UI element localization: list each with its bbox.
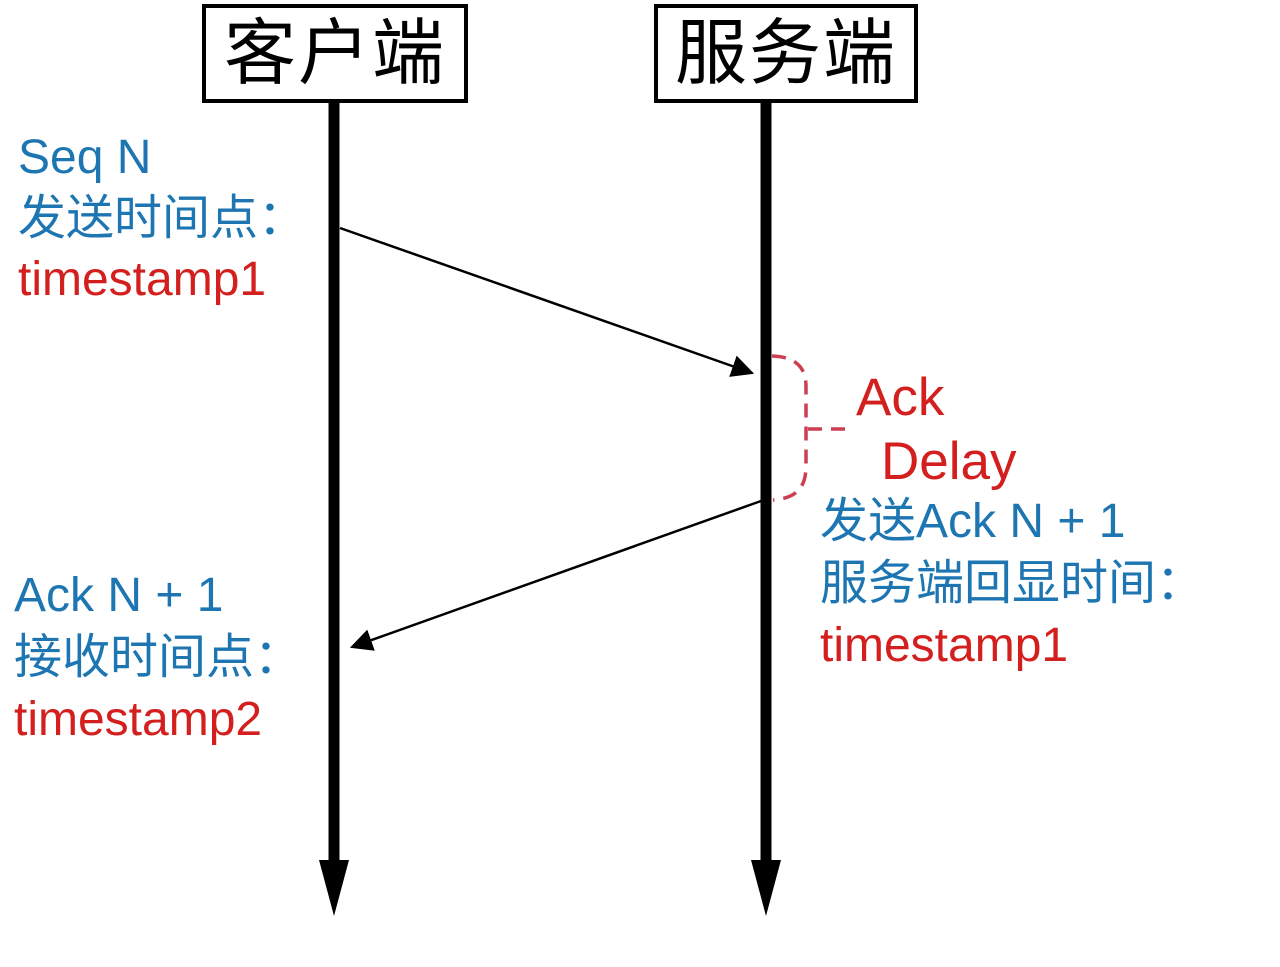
- server-send-line1: 发送Ack N + 1: [820, 495, 1126, 548]
- client-actor-label: 客户端: [223, 13, 446, 94]
- ack-receive-line2: 接收时间点：: [14, 631, 303, 684]
- server-send-line2: 服务端回显时间：: [820, 557, 1205, 610]
- client-lifeline-arrowhead-icon: [319, 860, 349, 916]
- ack-delay-line1: Ack: [856, 368, 945, 427]
- ack-message-arrow: [349, 499, 762, 651]
- ack-receive-line1: Ack N + 1: [14, 569, 224, 622]
- seq-send-line1: Seq N: [18, 131, 152, 184]
- server-actor-box: 服务端: [654, 4, 918, 103]
- seq-send-timestamp: timestamp1: [18, 253, 267, 306]
- seq-send-line2: 发送时间点：: [18, 192, 307, 245]
- server-lifeline-arrowhead-icon: [751, 860, 781, 916]
- server-send-timestamp: timestamp1: [820, 619, 1069, 672]
- ack-receive-timestamp: timestamp2: [14, 693, 263, 746]
- ack-delay-line2: Delay: [881, 432, 1017, 491]
- seq-message-arrow: [339, 226, 755, 377]
- ack-delay-label-block: Ack Delay: [856, 366, 1017, 494]
- ack-receive-label-block: Ack N + 1 接收时间点： timestamp2: [14, 565, 302, 751]
- client-actor-box: 客户端: [202, 4, 468, 103]
- seq-send-label-block: Seq N 发送时间点： timestamp1: [18, 127, 306, 310]
- server-actor-label: 服务端: [674, 13, 897, 94]
- server-send-label-block: 发送Ack N + 1 服务端回显时间： timestamp1: [820, 491, 1204, 677]
- ack-delay-brace-icon: [771, 354, 848, 502]
